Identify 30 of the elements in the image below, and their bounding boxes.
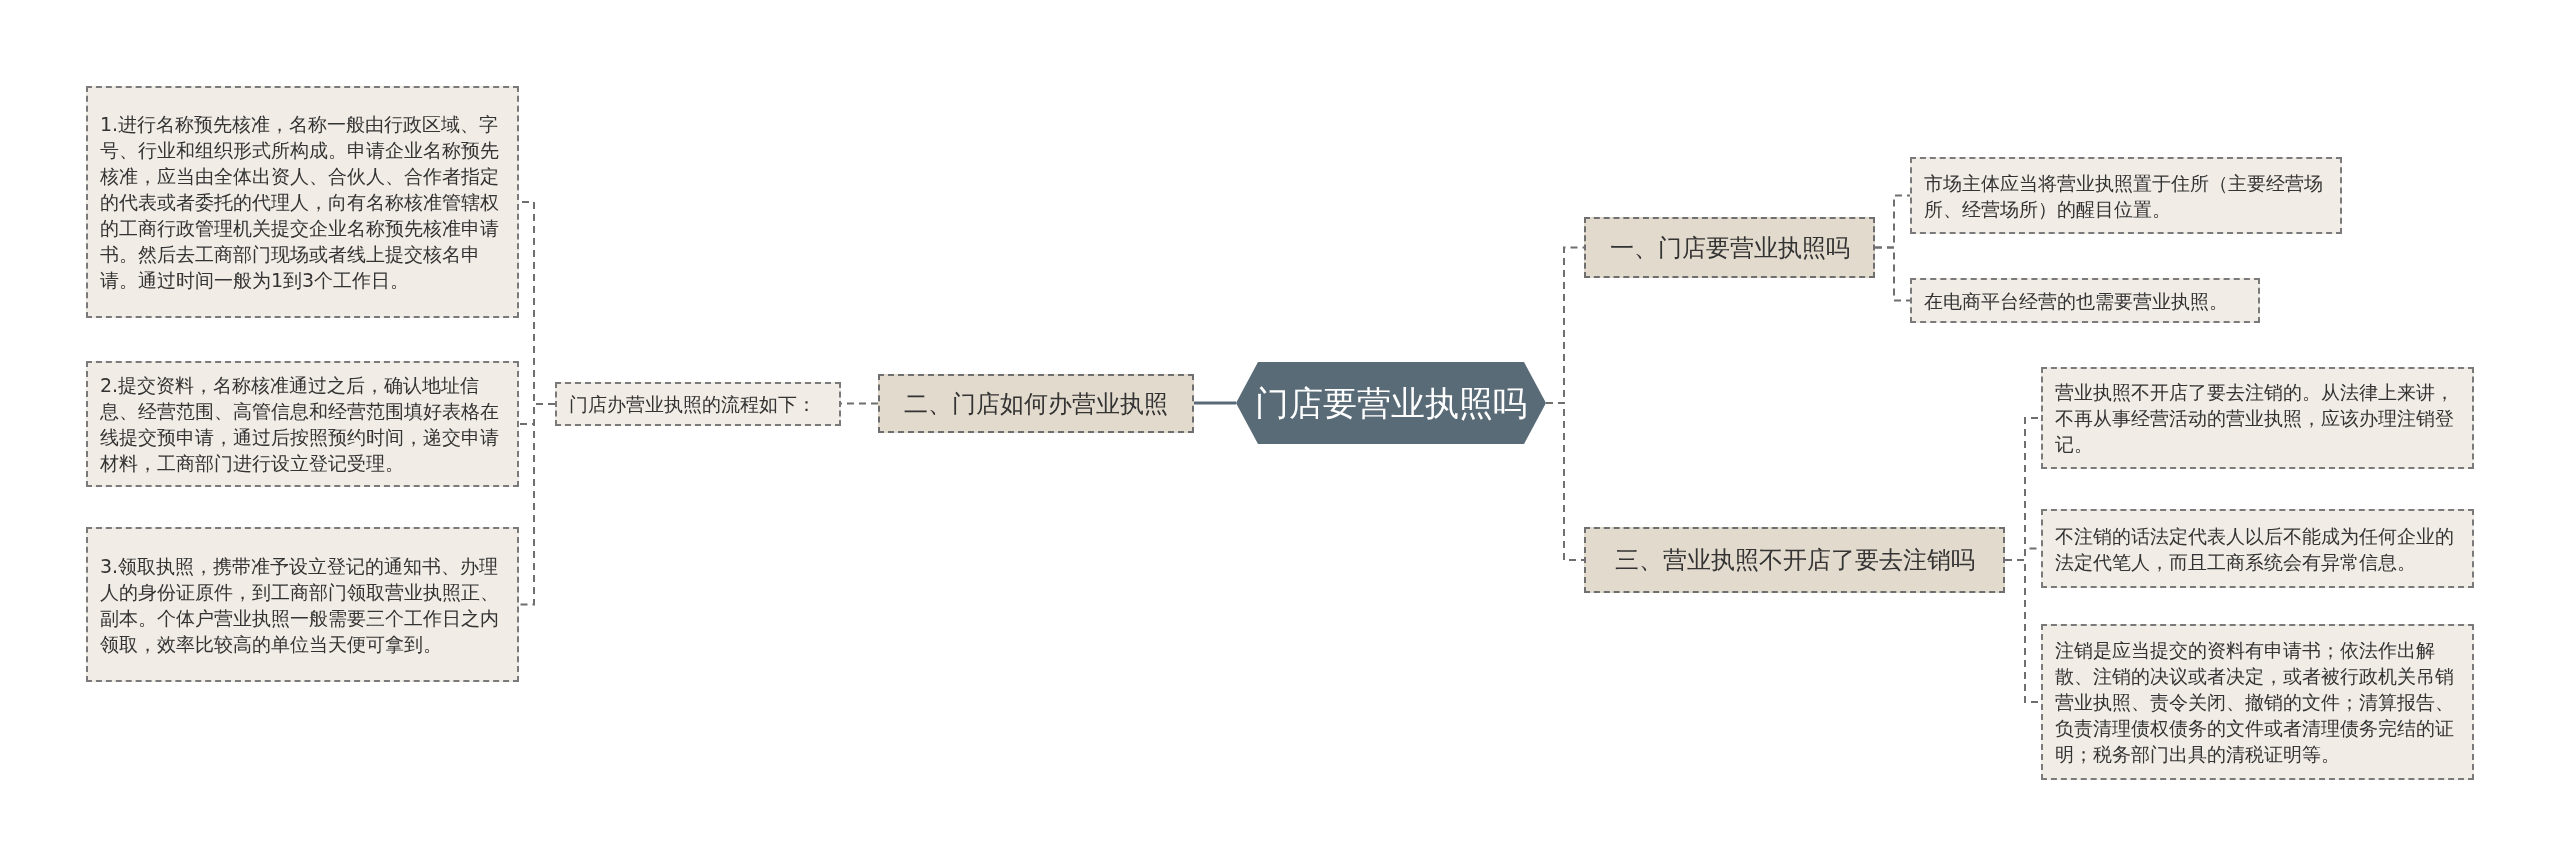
topic-text: 二、门店如何办营业执照 — [904, 388, 1168, 420]
note-box — [1910, 157, 2342, 234]
note-box — [86, 86, 519, 318]
topic-text: 门店要营业执照吗 — [1255, 381, 1527, 425]
topic-text: 三、营业执照不开店了要去注销吗 — [1614, 545, 1975, 576]
note-box — [86, 361, 519, 487]
note-text: 2.提交资料，名称核准通过之后，确认地址信息、经营范围、高管信息和经营范围填好表格在线提交预申请，通过后按照预约时间，递交申请材料，工商部门进行设立登记受理。 — [100, 373, 500, 476]
note-box — [2041, 624, 2474, 780]
note-text: 门店办营业执照的流程如下： — [569, 392, 816, 417]
topic-hexagon — [1236, 362, 1546, 444]
note-text: 不注销的话法定代表人以后不能成为任何企业的法定代笔人，而且工商系统会有异常信息。 — [2055, 523, 2455, 575]
note-text: 1.进行名称预先核准，名称一般由行政区域、字号、行业和组织形式所构成。申请企业名称预先核准，应当由全体出资人、合伙人、合作者指定的代表或者委托的代理人，向有名称核准管辖权的工商行政管理机关提交企业名称预先核准申请书。然后去工商部门现场或者线上提交核名申请。通过时间一般为1到3个工作日。 — [100, 112, 500, 293]
branch-box — [1584, 217, 1875, 278]
note-text: 3.领取执照，携带准予设立登记的通知书、办理人的身份证原件，到工商部门领取营业执照正、副本。个体户营业执照一般需要三个工作日之内领取，效率比较高的单位当天便可拿到。 — [100, 553, 500, 657]
note-text: 营业执照不开店了要去注销的。从法律上来讲，不再从事经营活动的营业执照，应该办理注销登记。 — [2055, 380, 2455, 457]
note-box — [86, 527, 519, 682]
connector-line — [1545, 402, 1585, 561]
note-text: 市场主体应当将营业执照置于住所（主要经营场所、经营场所）的醒目位置。 — [1924, 170, 2324, 222]
branch-box — [878, 374, 1194, 433]
branch-box — [1584, 527, 2005, 593]
note-box — [2041, 509, 2474, 588]
connector-line — [1194, 401, 1236, 405]
note-box — [555, 382, 841, 426]
note-box — [1910, 278, 2260, 323]
note-text: 注销是应当提交的资料有申请书；依法作出解散、注销的决议或者决定，或者被行政机关吊销营业执照、责令关闭、撤销的文件；清算报告、负责清理债权债务的文件或者清理债务完结的证明；税务部门出具的清税证明等。 — [2055, 638, 2455, 767]
connector-line — [1874, 246, 1911, 302]
connector-line — [518, 403, 556, 606]
note-box — [2041, 367, 2474, 469]
topic-text: 一、门店要营业执照吗 — [1609, 232, 1850, 264]
note-text: 在电商平台经营的也需要营业执照。 — [1924, 288, 2228, 314]
